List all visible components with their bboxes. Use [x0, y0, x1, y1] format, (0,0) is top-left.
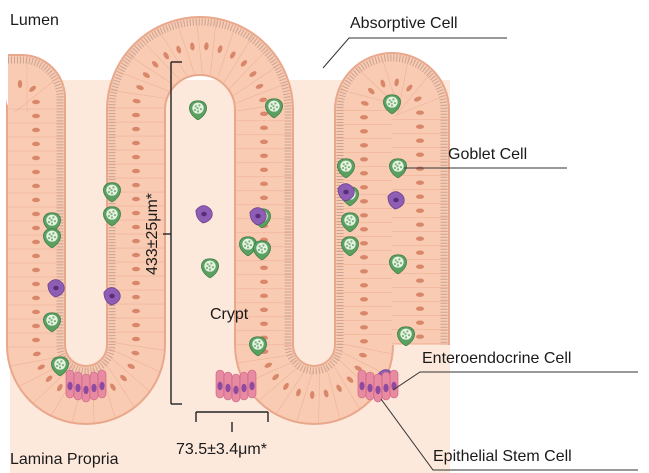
epithelial-stem-cell-icon: [89, 371, 99, 401]
epithelial-stem-cell-icon: [357, 369, 367, 399]
crypt-width-bracket: [195, 411, 269, 432]
epithelial-stem-cell-icon: [389, 369, 399, 399]
epithelial-stem-cell-icon: [231, 373, 241, 403]
crypt-width-label: 73.5±3.4μm*: [176, 441, 267, 458]
special-cells: [42, 94, 416, 403]
label-leaders: [322, 37, 638, 471]
epithelial-stem-cell-icon: [365, 371, 375, 401]
crypt-depth-bracket: [163, 61, 182, 405]
crypt-label: Crypt: [210, 306, 249, 323]
epithelial-stem-cell-icon: [65, 369, 75, 399]
epithelial-stem-cell-icon: [73, 371, 83, 401]
enteroendocrine-cell-label: Enteroendocrine Cell: [422, 350, 572, 367]
epithelial-stem-cell-icon: [97, 369, 107, 399]
lumen-label: Lumen: [10, 12, 59, 29]
crypt-depth-label: 433±25μm*: [144, 192, 161, 276]
epithelial-stem-cell-icon: [81, 373, 91, 403]
epithelial-stem-cell-icon: [247, 369, 257, 399]
epithelial-stem-cell-icon: [215, 369, 225, 399]
epithelial-stem-cell-label: Epithelial Stem Cell: [433, 448, 572, 465]
epithelial-stem-cell-icon: [223, 371, 233, 401]
lamina-propria-label: Lamina Propria: [10, 451, 119, 468]
epithelial-stem-cell-icon: [239, 371, 249, 401]
epithelial-stem-cell-icon: [381, 371, 391, 401]
epithelium: [0, 16, 450, 425]
absorptive-cell-label: Absorptive Cell: [350, 15, 458, 32]
cell-dividers: [7, 17, 448, 424]
epithelial-stem-cell-icon: [373, 373, 383, 403]
goblet-cell-label: Goblet Cell: [448, 146, 528, 163]
